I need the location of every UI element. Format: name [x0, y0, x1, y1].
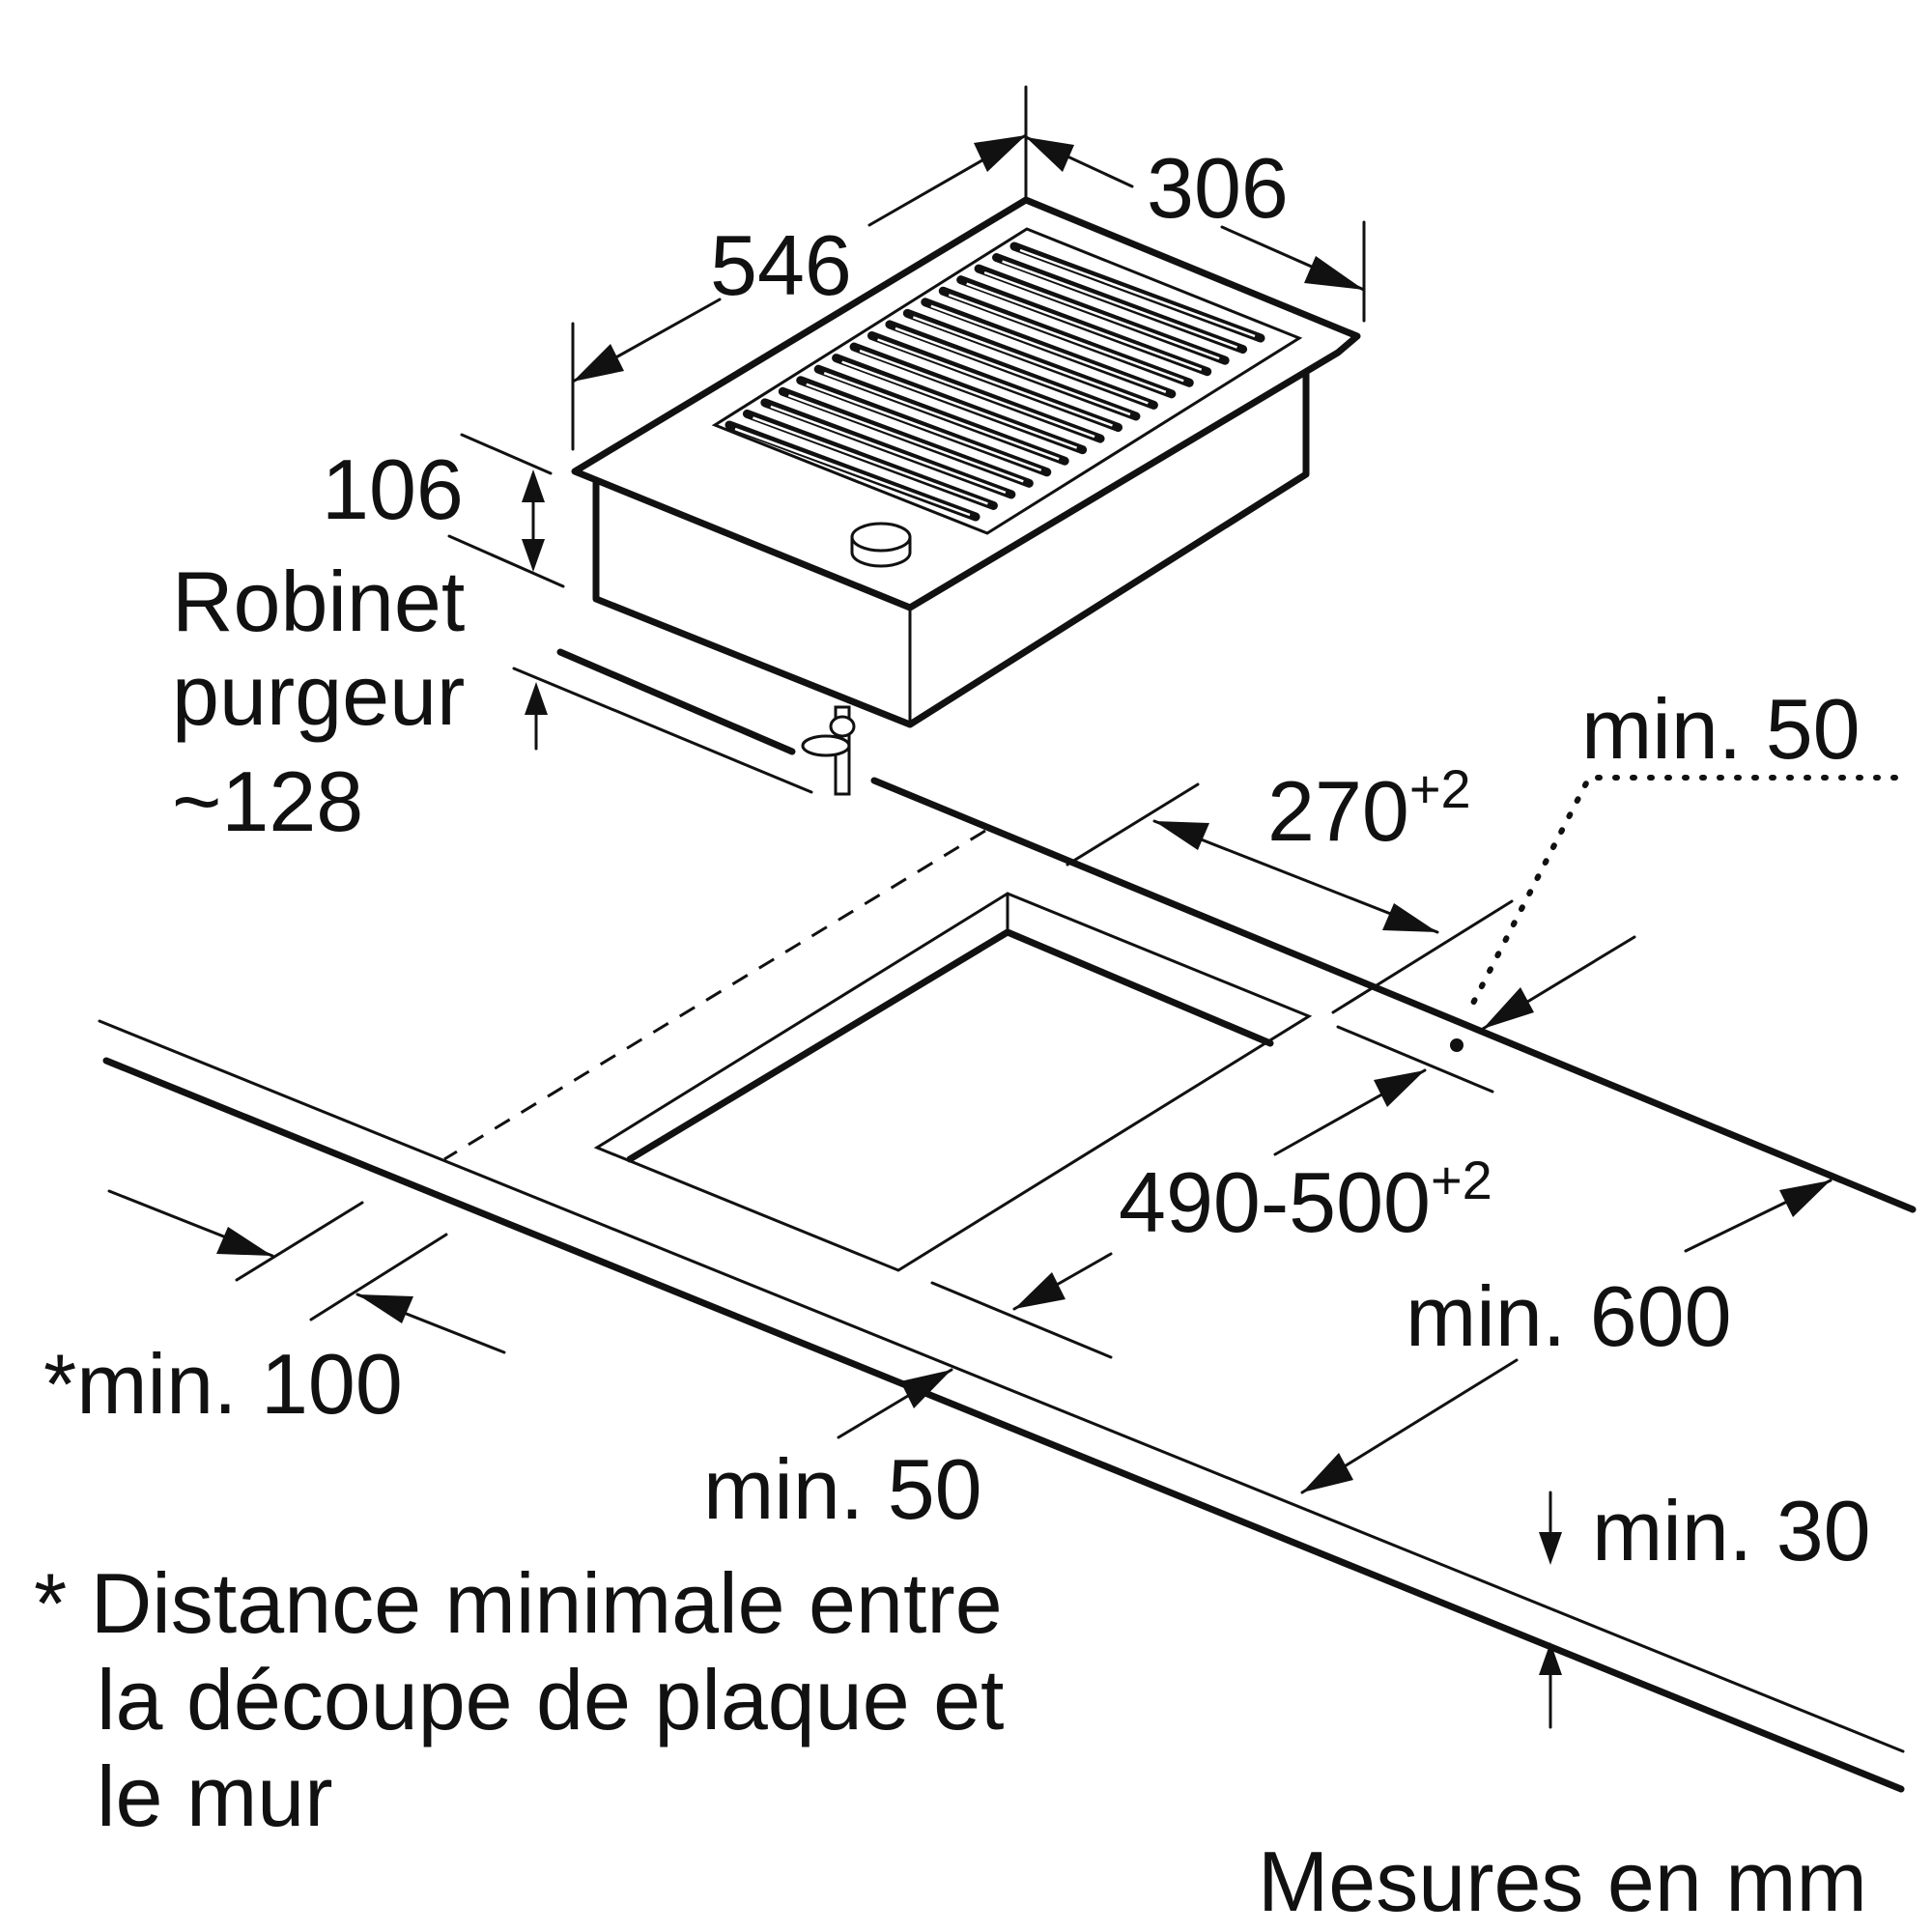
label-min600: min. 600 [1406, 1268, 1732, 1364]
control-knob-icon [850, 522, 912, 568]
grill-bar-highlight [734, 427, 971, 517]
label-tap-line1: Robinet [172, 554, 465, 649]
label-min50-bottom: min. 50 [703, 1441, 982, 1537]
label-min30: min. 30 [1592, 1483, 1871, 1578]
grill-bar-highlight [1019, 248, 1256, 338]
grill-bar-highlight [841, 360, 1078, 449]
cutout-inner-left [626, 928, 1011, 1163]
label-cutout-270-base: 270 [1267, 763, 1409, 859]
grill-bar-highlight [770, 405, 1007, 495]
cutout-inner-back [1004, 928, 1274, 1047]
grill-bar-highlight [859, 349, 1095, 439]
cutout-outer [593, 892, 1313, 1272]
hob-appliance [571, 196, 1361, 796]
grill-bar-highlight [753, 416, 988, 505]
units-label: Mesures en mm [1258, 1833, 1867, 1929]
label-depth-546: 546 [710, 217, 852, 313]
grill-bar-highlight [895, 327, 1131, 416]
grill-bar-highlight [930, 304, 1167, 393]
grill-bar-highlight [948, 294, 1184, 383]
wall-line-left [556, 648, 796, 755]
countertop [98, 648, 1917, 1793]
label-cutout-490-base: 490-500 [1119, 1154, 1431, 1250]
grill-bar-highlight [966, 282, 1203, 371]
grill-bar-highlight [787, 394, 1024, 483]
min50-dotted-leader [1465, 775, 1898, 1015]
countertop-front-top-edge [98, 1019, 1905, 1753]
grill-bar-highlight [806, 383, 1042, 471]
grill-bar-highlight [983, 270, 1220, 360]
wall-line-right [870, 777, 1917, 1213]
grill-bar-highlight [877, 338, 1113, 427]
label-cutout-270: 270+2 [1267, 758, 1471, 859]
grill-bar-highlight [912, 316, 1149, 405]
countertop-front-bottom-edge [102, 1057, 1905, 1793]
tap-height-ref-line [512, 667, 813, 794]
note-line1: * Distance minimale entre [34, 1555, 1003, 1651]
cutout-projection-dashed [443, 829, 986, 1161]
dimension-lines [107, 85, 1898, 1729]
cutout-opening [443, 829, 1313, 1272]
note-line3: le mur [97, 1748, 333, 1844]
label-cutout-490: 490-500+2 [1119, 1150, 1492, 1250]
grill-bar-highlight [823, 372, 1060, 461]
note-line2: la découpe de plaque et [97, 1652, 1004, 1747]
label-min100: *min. 100 [43, 1336, 403, 1432]
grill-bars [724, 242, 1265, 522]
label-tap-line3: ~128 [172, 753, 363, 849]
label-cutout-270-sup: +2 [1409, 758, 1471, 819]
label-cutout-490-sup: +2 [1431, 1150, 1492, 1210]
label-tap-line2: purgeur [172, 647, 465, 743]
label-height-106: 106 [322, 441, 464, 537]
label-width-306: 306 [1147, 140, 1289, 236]
label-min50-top: min. 50 [1581, 681, 1861, 777]
drain-tap-icon [801, 705, 856, 796]
grill-bar-highlight [1002, 260, 1237, 349]
grill-frame [711, 227, 1303, 535]
